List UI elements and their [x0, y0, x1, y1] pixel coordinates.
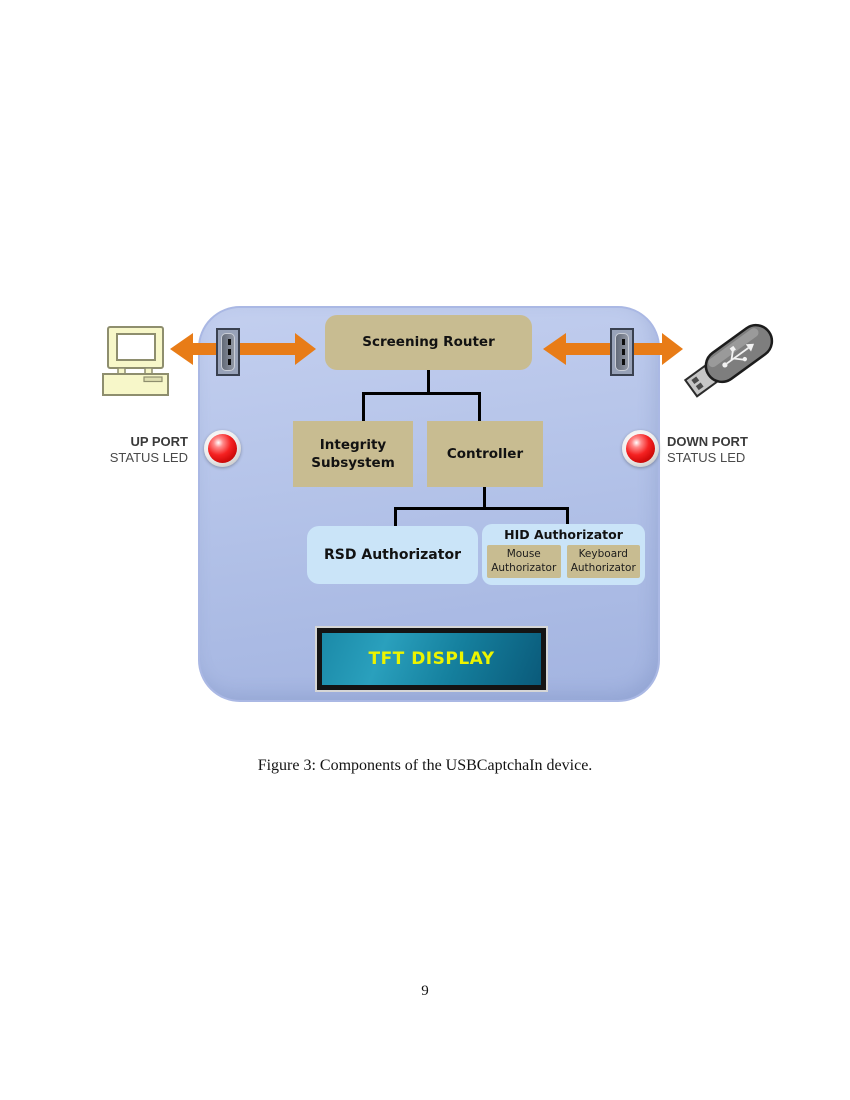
connector-line: [566, 507, 569, 525]
screening-router-box: Screening Router: [325, 315, 532, 370]
connector-line: [427, 370, 430, 394]
mouse-authorizator-box: Mouse Authorizator: [487, 545, 561, 578]
connector-line: [394, 507, 397, 527]
connector-line: [483, 487, 486, 509]
led-ball: [208, 434, 237, 463]
hid-authorizator-title: HID Authorizator: [504, 527, 623, 542]
figure-caption: Figure 3: Components of the USBCaptchaIn…: [257, 757, 593, 774]
down-port-status-led: [622, 430, 659, 467]
connector-line: [362, 392, 481, 395]
usb-flash-drive-icon: [683, 323, 774, 398]
tft-display-label: TFT DISPLAY: [368, 649, 495, 669]
port-slot: [622, 339, 625, 365]
up-port-status-led: [204, 430, 241, 467]
up-port-label: UP PORT STATUS LED: [80, 434, 188, 466]
tft-screen: TFT DISPLAY: [322, 633, 541, 685]
down-port-label: DOWN PORT STATUS LED: [667, 434, 787, 466]
integrity-subsystem-box: Integrity Subsystem: [293, 421, 413, 487]
desktop-computer-icon: [102, 326, 169, 396]
port-inner: [615, 333, 629, 371]
keyboard-authorizator-box: Keyboard Authorizator: [566, 545, 640, 578]
integrity-subsystem-label: Integrity Subsystem: [311, 436, 395, 471]
controller-label: Controller: [446, 445, 524, 462]
up-bidirectional-arrow-icon: [170, 333, 316, 365]
tft-display: TFT DISPLAY: [315, 626, 548, 692]
port-inner: [221, 333, 235, 371]
rsd-authorizator-label: RSD Authorizator: [324, 546, 461, 563]
up-port-name: UP PORT: [130, 434, 188, 449]
down-port-status-text: STATUS LED: [667, 450, 746, 465]
connector-line: [394, 507, 569, 510]
up-port-connector-icon: [216, 328, 240, 376]
down-port-connector-icon: [610, 328, 634, 376]
connector-line: [362, 392, 365, 422]
connector-line: [478, 392, 481, 422]
port-slot: [228, 339, 231, 365]
screening-router-label: Screening Router: [362, 334, 495, 351]
hid-sub-row: Mouse Authorizator Keyboard Authorizator: [487, 545, 640, 578]
down-port-name: DOWN PORT: [667, 434, 748, 449]
controller-box: Controller: [427, 421, 543, 487]
up-port-status-text: STATUS LED: [109, 450, 188, 465]
led-ball: [626, 434, 655, 463]
hid-authorizator-box: HID Authorizator Mouse Authorizator Keyb…: [482, 524, 645, 585]
page-number: 9: [421, 983, 429, 999]
rsd-authorizator-box: RSD Authorizator: [307, 526, 478, 584]
